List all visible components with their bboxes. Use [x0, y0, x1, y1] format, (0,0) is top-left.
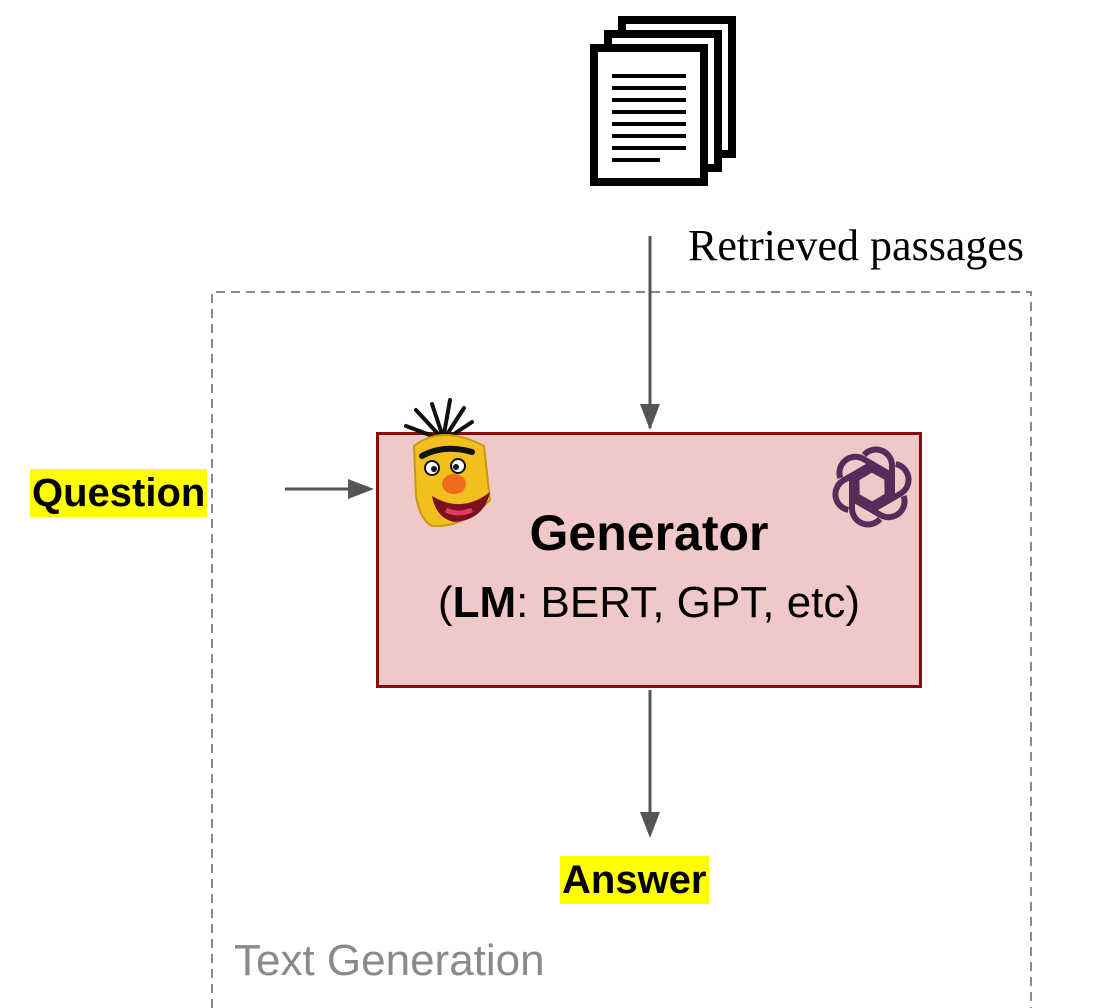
generator-subtitle: (LM: BERT, GPT, etc) [376, 578, 922, 628]
passages-arrowhead [640, 404, 660, 430]
question-label: Question [30, 469, 208, 517]
question-arrowhead [348, 479, 374, 499]
documents-icon [590, 16, 736, 186]
answer-label: Answer [560, 856, 709, 904]
generator-models-text: : BERT, GPT, etc) [516, 578, 861, 627]
openai-logo-icon [832, 446, 912, 528]
bert-muppet-icon [404, 398, 492, 528]
generator-open-paren: ( [437, 578, 453, 627]
generator-lm-label: LM [452, 578, 517, 627]
retrieved-passages-label: Retrieved passages [688, 221, 1024, 270]
text-generation-group-label: Text Generation [234, 936, 545, 985]
generator-title: Generator [529, 505, 769, 561]
answer-arrowhead [640, 812, 660, 838]
text-generation-group-border [211, 291, 1032, 1008]
